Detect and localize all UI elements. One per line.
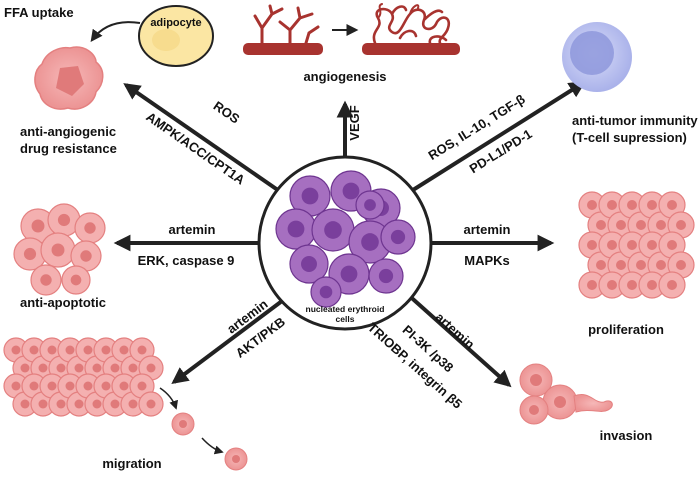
tumor-cell [578, 231, 606, 259]
label-artemin-invasion: artemin [432, 309, 477, 352]
angiogenesis-illustration [243, 3, 460, 55]
tumor-cell [618, 271, 646, 299]
tumor-cluster-anti-apoptotic [13, 203, 106, 296]
tumor-cells-invasion [519, 363, 613, 425]
arrow-invasion [403, 290, 512, 388]
tumor-cell-drug-resistance [34, 46, 104, 110]
tumor-cell [618, 191, 646, 219]
erythroid-cell [368, 258, 404, 294]
erythroid-cell [380, 219, 416, 255]
tumor-cell [61, 265, 91, 295]
label-drug-resistance-2: drug resistance [20, 141, 117, 156]
tumor-cell [658, 271, 686, 299]
label-invasion: invasion [600, 428, 653, 443]
arrow-drug-resistance [123, 83, 287, 197]
label-angiogenesis: angiogenesis [303, 69, 386, 84]
arrow-ffa-uptake [90, 21, 141, 42]
tumor-cell [20, 208, 56, 244]
tumor-cell [587, 251, 615, 279]
center-label-line2: cells [336, 314, 355, 324]
tumor-cell [578, 191, 606, 219]
tumor-cell [647, 251, 675, 279]
label-vegf: VEGF [347, 105, 362, 140]
tumor-cell [658, 191, 686, 219]
tumor-cell [40, 232, 76, 268]
arrow-migration-2 [201, 437, 224, 455]
tumor-cell [30, 264, 62, 296]
label-migration: migration [102, 456, 161, 471]
arrows [90, 21, 586, 455]
tumor-cell [607, 211, 635, 239]
erythroid-cell [289, 244, 329, 284]
erythroid-cell [275, 208, 317, 250]
tumor-cell [47, 203, 81, 237]
tumor-cell [74, 212, 106, 244]
arrow-migration-1 [159, 387, 178, 410]
label-drug-resistance-1: anti-angiogenic [20, 124, 116, 139]
label-artemin-left: artemin [169, 222, 216, 237]
label-erk: ERK, caspase 9 [138, 253, 235, 268]
tumor-cluster-migration [3, 337, 164, 417]
arrow-migration [171, 293, 292, 385]
erythroid-cell [289, 175, 331, 217]
erythroid-cell [310, 276, 342, 308]
migrating-cell-2 [224, 447, 248, 471]
adipocyte-cell [138, 5, 214, 67]
label-immunity-1: anti-tumor immunity [572, 113, 698, 128]
label-anti-apoptotic: anti-apoptotic [20, 295, 106, 310]
erythroid-cell [348, 220, 392, 264]
tumor-cluster-proliferation [578, 191, 695, 299]
label-artemin-right: artemin [464, 222, 511, 237]
label-immunity-2: (T-cell supression) [572, 130, 687, 145]
tumor-cell [75, 337, 101, 363]
label-proliferation: proliferation [588, 322, 664, 337]
arrow-immunity [403, 81, 586, 197]
label-ros-left: ROS [211, 98, 243, 127]
tumor-cell [658, 231, 686, 259]
erythroid-cell-cluster: nucleated erythroid cells [257, 155, 433, 331]
label-adipocyte: adipocyte [150, 17, 201, 29]
label-mapks: MAPKs [464, 253, 510, 268]
migrating-cell-1 [171, 412, 195, 436]
tumor-cell [667, 251, 695, 279]
tumor-cell [138, 391, 164, 417]
label-ffa-uptake: FFA uptake [4, 5, 74, 20]
erythroid-cell [311, 208, 355, 252]
t-cell [562, 22, 632, 92]
tumor-cell [598, 191, 626, 219]
center-label-line1: nucleated erythroid [306, 304, 385, 314]
erythroid-cell [355, 190, 385, 220]
